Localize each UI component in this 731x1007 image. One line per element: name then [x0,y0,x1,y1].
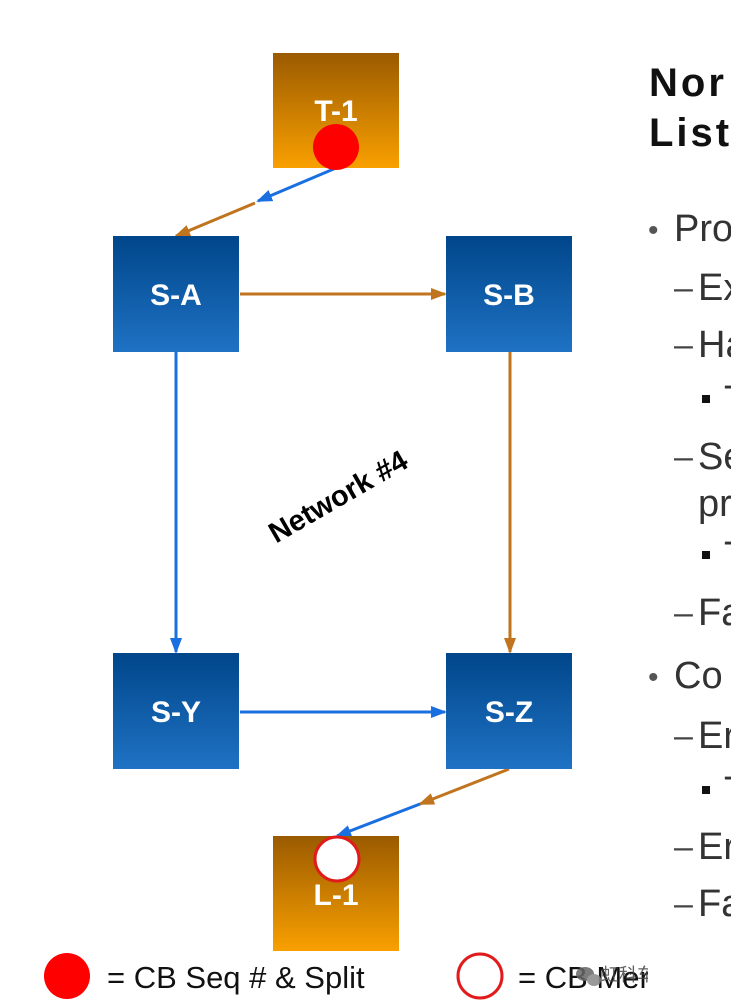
legend-merge-icon [456,952,504,1000]
legend-split-icon [44,953,90,999]
bullet-marker: – [674,885,693,923]
bullet-marker: – [674,438,693,476]
bullet-square-icon [702,786,710,794]
node-sy-label: S-Y [151,696,201,729]
bullet-text: T [724,771,731,811]
bullet-text: pr [698,483,731,525]
bullet-text: Se [698,436,731,478]
slide-title: Nor List [649,58,731,158]
bullet-text: T [724,536,731,576]
slide-title-line-1: Nor [649,61,727,105]
bullet-text: T [724,380,731,420]
arrow-sz-to-merge-orange [418,767,510,806]
bullet-marker: – [674,594,693,632]
bullet-text: Ex [698,267,731,309]
split-dot-icon [313,124,359,170]
legend: = CB Seq # & Split = CB Merge [44,952,648,1000]
bullet-marker: – [674,828,693,866]
merge-ring-icon [313,835,361,883]
arrow-t1-to-split-blue [256,166,337,203]
node-t1-label: T-1 [314,95,357,128]
bullet-text: Pro [674,208,731,250]
bullet-square-icon [702,551,710,559]
bullet-text: Fa [698,883,731,925]
network-diagram: T-1 S-A S-B S-Y S-Z Network #4 L-1 = CB … [44,53,648,1000]
node-sy: S-Y [113,653,239,769]
watermark: 虹科车辆网络 [576,965,648,986]
node-sa-label: S-A [150,279,202,312]
slide-text-panel: Nor List • Pro – Ex – Ha T – Se pr T – F… [648,0,731,1007]
node-sz-label: S-Z [485,696,533,729]
arrow-merge-to-l1-blue [335,802,421,838]
arrow-split-to-sa-orange [174,201,256,238]
node-sz: S-Z [446,653,572,769]
wechat-logo-icon [576,967,601,986]
bullet-text: Co [674,655,723,697]
node-sb: S-B [446,236,572,352]
bullet-marker: – [674,717,693,755]
bullet-square-icon [702,395,710,403]
bullet-text: Er [698,826,731,868]
bullet-marker: – [674,326,693,364]
legend-split-label: = CB Seq # & Split [107,960,365,995]
node-sa: S-A [113,236,239,352]
bullet-marker: • [648,214,659,247]
watermark-text: 虹科车辆网络 [601,965,648,986]
network-label: Network #4 [263,445,413,550]
slide-title-line-2: List [649,111,731,155]
bullet-marker: – [674,269,693,307]
bullet-text: Ha [698,324,731,366]
node-sb-label: S-B [483,279,535,312]
bullet-text: Fa [698,592,731,634]
bullet-text: Er [698,715,731,757]
node-l1-label: L-1 [314,879,359,912]
bullet-marker: • [648,661,659,694]
